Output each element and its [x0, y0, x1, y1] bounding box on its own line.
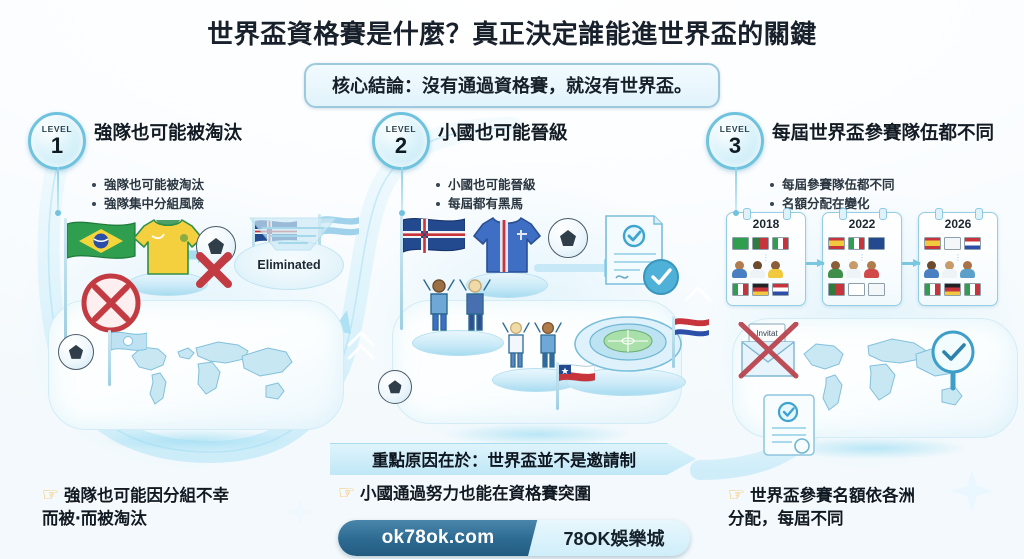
footer-domain[interactable]: ok78ok.com [338, 520, 538, 556]
level-2-title: 小國也可能晉級 [438, 122, 568, 143]
svg-text:Invitat: Invitat [756, 329, 778, 338]
flag-italy [848, 237, 865, 250]
pointing-hand-icon: ☞ [728, 485, 746, 506]
world-map [131, 341, 293, 405]
flag-netherlands [772, 283, 789, 296]
flag-germany [944, 283, 961, 296]
players-pedestal-1 [412, 330, 504, 356]
list-item: 小國也可能晉級 [436, 176, 702, 195]
middle-banner-text: 重點原因在於：世界盃並不是邀請制 [372, 452, 636, 470]
year-card-label: 2018 [752, 217, 780, 231]
middle-banner-arrow-shape [330, 443, 696, 475]
callout-right: ☞世界盃參賽名額依各洲 分配，每屆不同 [728, 484, 1018, 530]
list-item: 強隊也可能被淘汰 [92, 176, 358, 195]
flag-spain [828, 237, 845, 250]
eliminated-label: Eliminated [257, 258, 321, 272]
list-item: 每屆都有黑馬 [436, 195, 702, 214]
pointing-hand-icon: ☞ [338, 483, 356, 504]
level-3-header: LEVEL 3 每屆世界盃參賽隊伍都不同 [706, 112, 1018, 216]
soccer-ball-icon [58, 334, 94, 370]
callout-right-line1: 世界盃參賽名額依各洲 [750, 487, 916, 505]
footer-brand-name[interactable]: 78OK娛樂城 [538, 520, 690, 556]
year-arrow [902, 259, 921, 266]
year-card-label: 2022 [848, 217, 876, 231]
callout-left-line1: 強隊也可能因分組不幸 [64, 487, 230, 505]
level-3-badge-stem [733, 167, 739, 216]
soccer-ball-icon [378, 370, 412, 404]
callout-left-line2: 而被‧而被淘汰 [42, 509, 147, 528]
flag-portugal [828, 283, 845, 296]
flag-england [944, 237, 961, 250]
year-card-2018: 2018 ⋮ [726, 208, 806, 306]
level-2-badge-stem [399, 167, 405, 216]
callout-middle: ☞小國通過努力也能在資格賽突圍 [338, 482, 694, 507]
soccer-ball-icon [548, 218, 588, 258]
flag-germany [752, 283, 769, 296]
level-2-header: LEVEL 2 小國也可能晉級 [372, 112, 702, 216]
certificate-check-icon [763, 394, 815, 456]
flag-mexico [964, 283, 981, 296]
callout-right-line2: 分配，每屆不同 [728, 509, 844, 528]
celebrating-players [423, 279, 491, 331]
level-3-badge-label: LEVEL [719, 124, 751, 135]
level-2-badge: LEVEL 2 [372, 112, 430, 216]
subtitle-text: 核心結論：沒有通過資格賽，就沒有世界盃。 [304, 63, 720, 108]
callout-middle-text: 小國通過努力也能在資格賽突圍 [360, 485, 592, 503]
flag-iceland [868, 237, 885, 250]
celebrating-players [502, 321, 562, 368]
red-x-mark-icon [196, 252, 232, 288]
player-heads [732, 261, 783, 278]
level-2-bullets: 小國也可能晉級 每屆都有黑馬 [436, 176, 702, 215]
level-2-column: LEVEL 2 小國也可能晉級 小國也可能晉級 每屆都有黑馬 [372, 112, 702, 216]
level-1-badge-number: 1 [50, 132, 64, 158]
pointing-hand-icon: ☞ [42, 485, 60, 506]
red-x-circle-icon [81, 273, 141, 333]
platform-glow [58, 430, 334, 456]
player-heads [828, 261, 879, 278]
invitation-envelope-crossed-icon: Invitat [738, 322, 799, 379]
flag-spain [924, 237, 941, 250]
flag-portugal [752, 237, 769, 250]
year-card-label: 2026 [944, 217, 972, 231]
flag-england [868, 283, 885, 296]
level-1-bullets: 強隊也可能被淘汰 強隊集中分組風險 [92, 176, 358, 215]
level-1-header: LEVEL 1 強隊也可能被淘汰 [28, 112, 358, 216]
level-3-badge: LEVEL 3 [706, 112, 764, 216]
level-3-badge-number: 3 [728, 132, 742, 158]
magnifier-check-icon [931, 330, 975, 391]
year-card-2022: 2022 ⋮ [822, 208, 902, 306]
eliminated-disc: Eliminated [234, 240, 344, 290]
level-3-column: LEVEL 3 每屆世界盃參賽隊伍都不同 每屆參賽隊伍都不同 名額分配在變化 [706, 112, 1018, 216]
level-2-badge-number: 2 [394, 132, 408, 158]
check-badge-icon [643, 259, 679, 295]
page-title: 世界盃資格賽是什麼？真正決定誰能進世界盃的關鍵 [207, 19, 817, 49]
level-1-badge: LEVEL 1 [28, 112, 86, 216]
stadium-icon [574, 316, 682, 372]
flag-mexico [732, 283, 749, 296]
flag-brazil [732, 237, 749, 250]
flag-japan [848, 283, 865, 296]
flag-mexico [924, 283, 941, 296]
yellow-jersey [133, 219, 203, 275]
subtitle-banner: 核心結論：沒有通過資格賽，就沒有世界盃。 [304, 63, 720, 108]
flag-netherlands [964, 237, 981, 250]
middle-banner: 重點原因在於：世界盃並不是邀請制 [330, 443, 696, 475]
list-item: 每屆參賽隊伍都不同 [770, 176, 1018, 195]
blue-jersey [473, 217, 541, 273]
level-1-platform [48, 300, 344, 456]
level-1-title: 強隊也可能被淘汰 [94, 122, 243, 143]
level-1-badge-stem [55, 167, 61, 216]
level-3-bullets: 每屆參賽隊伍都不同 名額分配在變化 [770, 176, 1018, 215]
eliminated-funnel [248, 217, 338, 251]
footer-brand-bar[interactable]: ok78ok.com 78OK娛樂城 [338, 520, 690, 556]
list-item: 名額分配在變化 [770, 195, 1018, 214]
level-1-column: LEVEL 1 強隊也可能被淘汰 強隊也可能被淘汰 強隊集中分組風險 [28, 112, 358, 216]
callout-left: ☞強隊也可能因分組不幸 而被‧而被淘汰 [42, 484, 342, 530]
flag-italy [772, 237, 789, 250]
player-heads [924, 261, 975, 278]
list-item: 強隊集中分組風險 [92, 195, 358, 214]
level-3-title: 每屆世界盃參賽隊伍都不同 [772, 122, 995, 143]
year-arrow [806, 259, 825, 266]
year-card-2026: 2026 ⋮ [918, 208, 998, 306]
